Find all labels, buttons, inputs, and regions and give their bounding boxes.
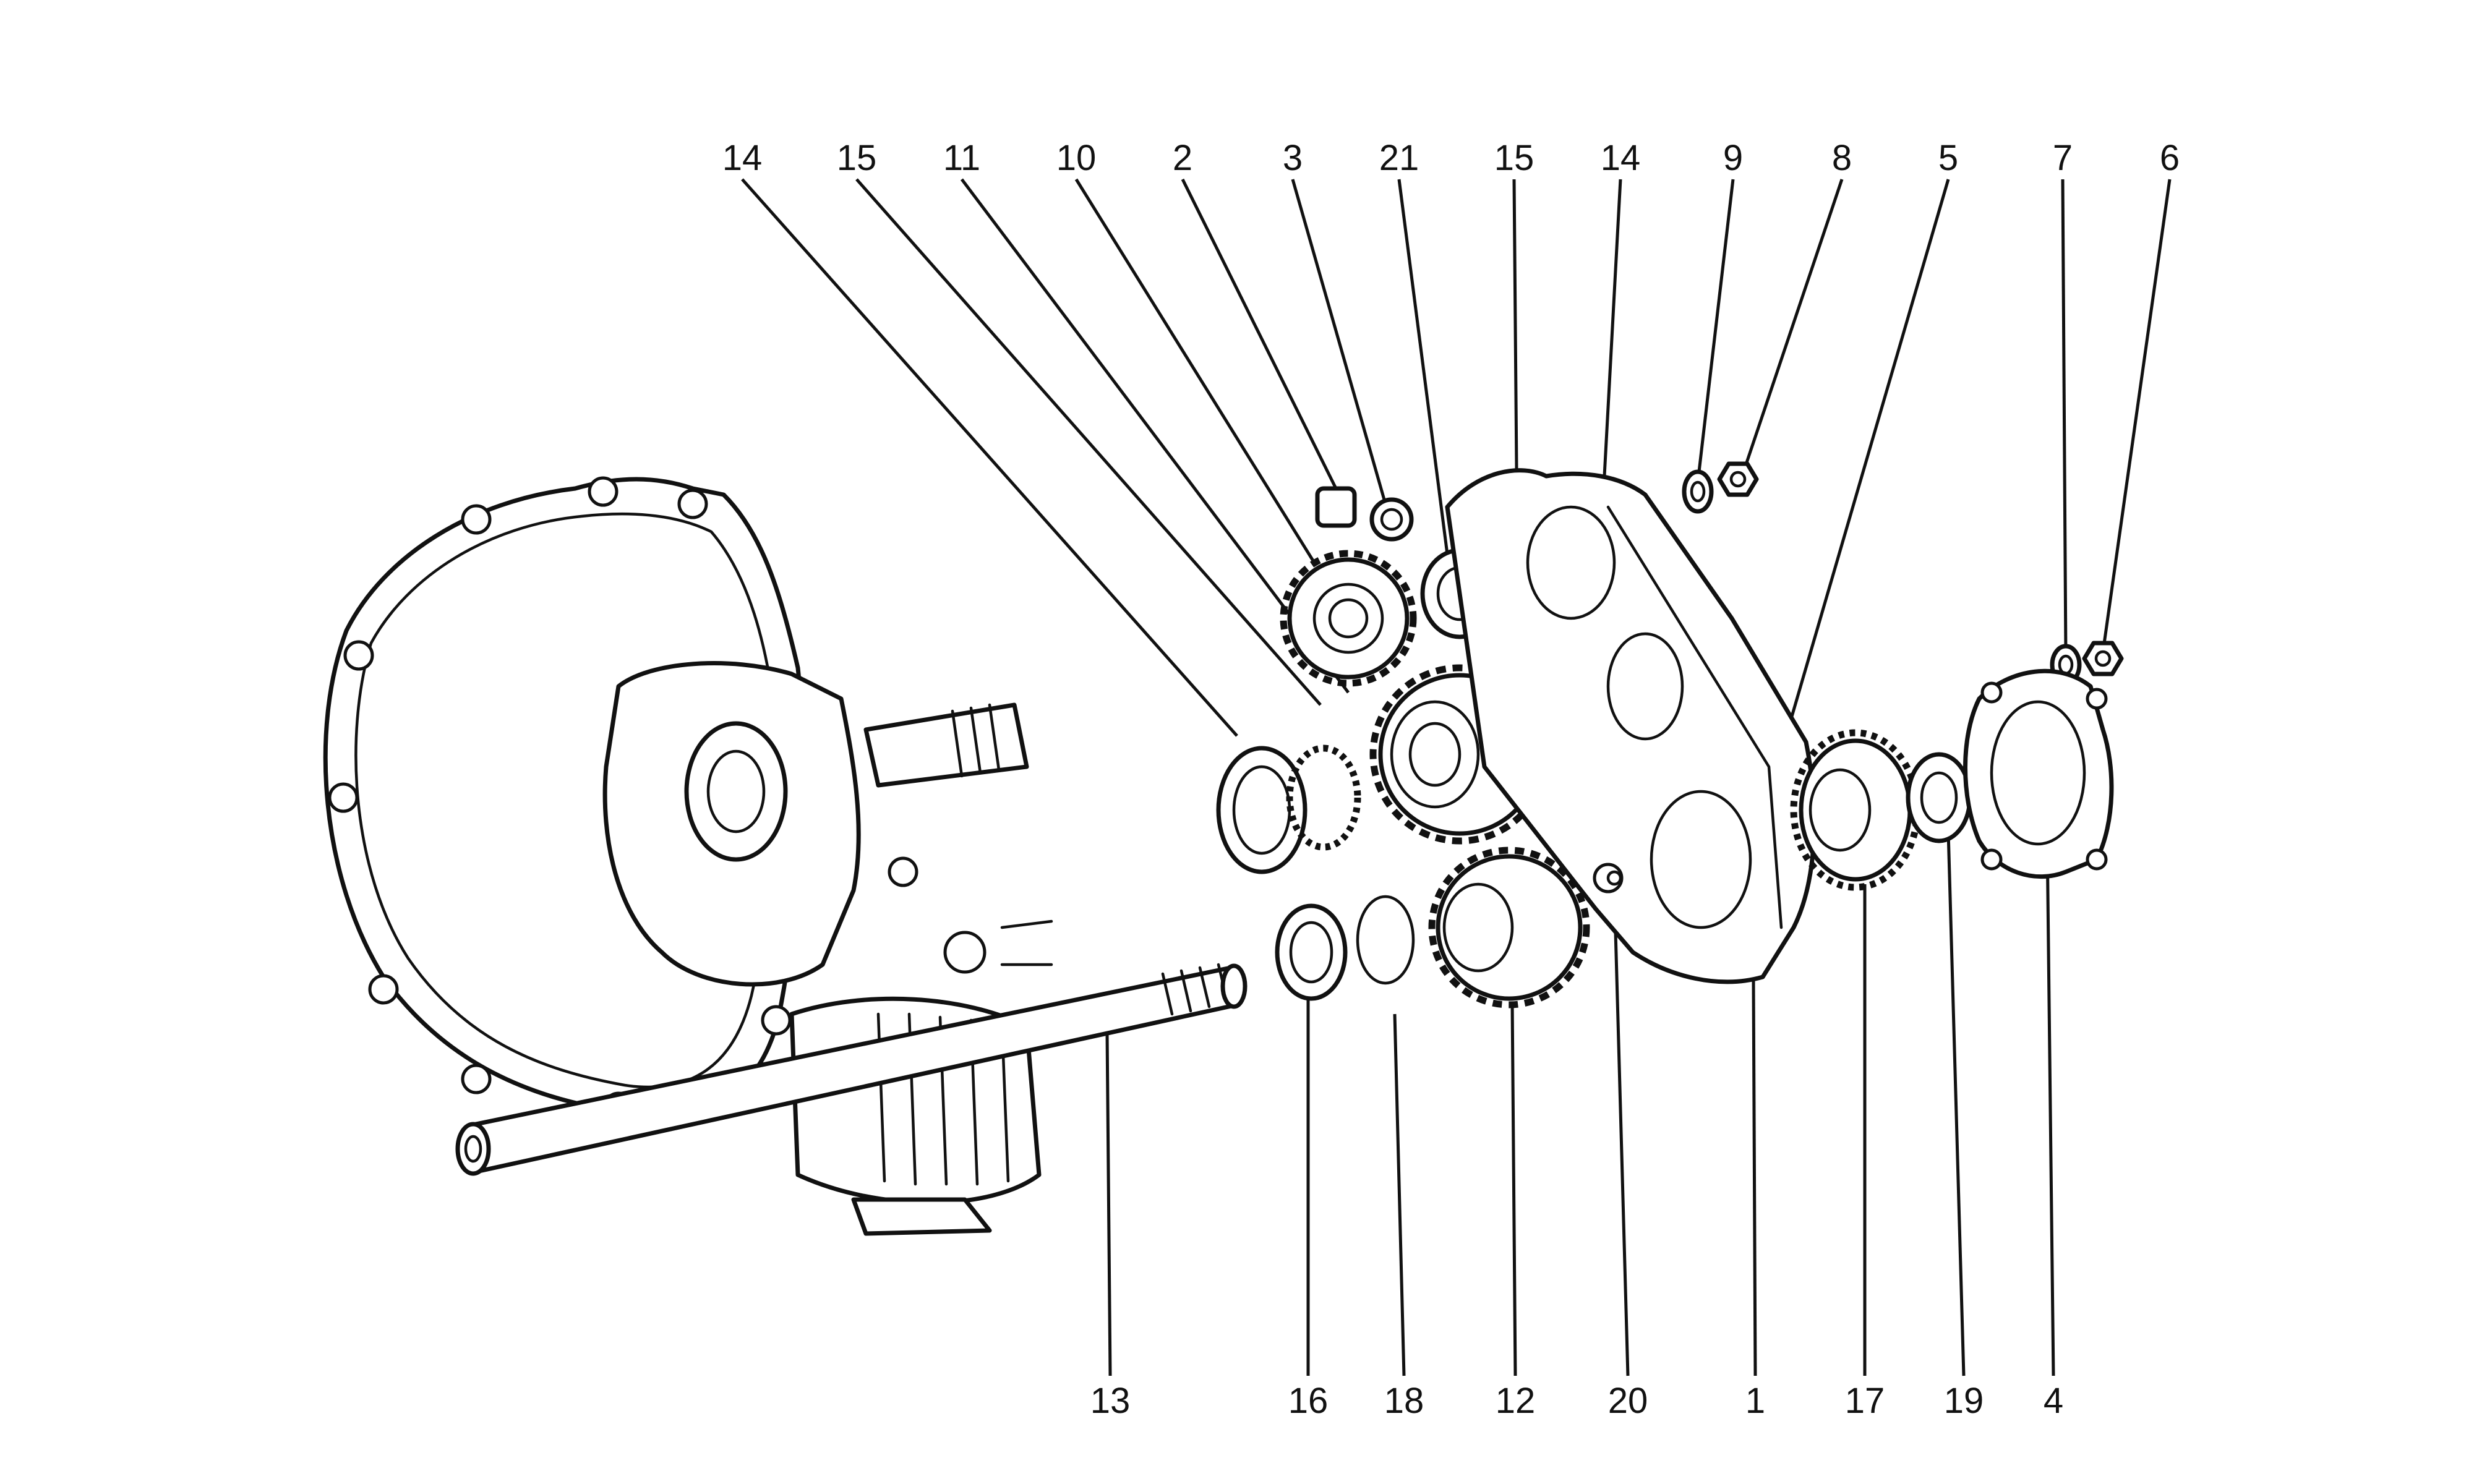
leader-21 [1397,179,1452,579]
leader-18 [1393,1013,1406,1376]
callout-number: 20 [1608,1381,1648,1421]
leader-2 [1181,178,1338,490]
washer-9 [1682,469,1714,514]
shaft-13 [455,963,1248,1176]
callout-number: 9 [1723,138,1743,178]
nut-6 [2082,641,2124,676]
callout-number: 12 [1496,1381,1536,1421]
callout-number: 7 [2053,138,2073,178]
callout-number: 6 [2160,138,2180,178]
leader-20 [1612,887,1630,1376]
callout-number: 5 [1938,138,1958,178]
callout-number: 8 [1832,138,1852,178]
bottom-callouts: 13 16 18 12 20 1 17 19 4 [1090,1381,2063,1421]
callout-number: 15 [837,138,877,178]
callout-number: 2 [1173,138,1192,178]
callout-number: 16 [1288,1381,1329,1421]
callout-number: 18 [1384,1381,1424,1421]
needle-bearing-14 [1216,744,1361,874]
cover-1 [1445,468,1817,984]
leader-8 [1742,179,1844,471]
leader-5 [1783,179,1950,743]
callout-number: 13 [1090,1381,1131,1421]
leader-14-left [741,178,1238,737]
callout-number: 3 [1283,138,1303,178]
gear-10 [1280,550,1417,687]
seal-19 [1906,752,1972,843]
plug-2-and-washer-3 [1315,486,1414,542]
cap-4 [1963,668,2114,879]
callout-number: 17 [1845,1381,1885,1421]
callout-number: 15 [1494,138,1534,178]
callout-number: 21 [1379,138,1419,178]
leader-3 [1291,179,1387,505]
leader-10 [1074,178,1316,564]
leader-12 [1510,1001,1517,1376]
leader-4 [2045,840,2055,1376]
needle-bearing-16 [1275,903,1348,1001]
leader-lines [741,178,2172,1376]
bell-housing [323,476,1053,1122]
top-callouts: 14 15 11 10 2 3 21 15 14 9 8 5 7 6 [722,138,2180,178]
leader-19 [1946,831,1966,1376]
gear-12 [1428,846,1590,1009]
nut-8 [1717,461,1759,497]
leader-7 [2061,179,2068,656]
leader-15-left [855,178,1322,706]
callout-number: 14 [1601,138,1641,178]
callout-number: 10 [1056,138,1097,178]
leader-1 [1752,979,1757,1376]
callout-number: 14 [722,138,763,178]
callout-number: 4 [2044,1381,2063,1421]
leader-9 [1696,179,1735,483]
leader-13 [1105,1032,1112,1376]
callout-number: 11 [943,138,980,178]
circlip-18 [1356,895,1415,985]
leader-6 [2101,179,2172,653]
callout-number: 19 [1944,1381,1984,1421]
callout-number: 1 [1745,1381,1765,1421]
bearing-17 [1790,729,1921,891]
